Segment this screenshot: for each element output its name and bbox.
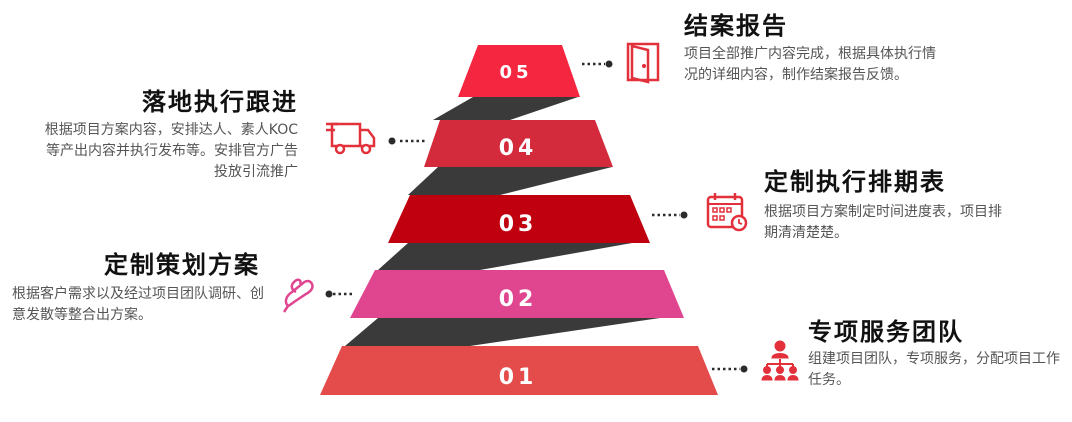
band-02-01 xyxy=(345,318,660,346)
connector-05 xyxy=(582,60,613,68)
tier-05-number: 05 xyxy=(499,62,532,83)
tier-05-description: 项目全部推广内容完成，根据具体执行情况的详细内容，制作结案报告反馈。 xyxy=(684,46,936,83)
tier-02 xyxy=(350,270,684,318)
tier-04 xyxy=(424,120,613,167)
tier-01-number: 01 xyxy=(499,365,538,390)
connector-04 xyxy=(388,137,427,145)
calendar-icon xyxy=(706,193,748,232)
tier-02-title: 定制策划方案 xyxy=(104,251,260,279)
tier-02-number: 02 xyxy=(499,287,538,312)
tier-01-description: 组建项目团队，专项服务，分配项目工作任务。 xyxy=(808,351,1060,388)
tier-02-description: 根据客户需求以及经过项目团队调研、创意发散等整合出方案。 xyxy=(12,286,264,323)
tier-03-title: 定制执行排期表 xyxy=(764,168,946,196)
tier-01-title: 专项服务团队 xyxy=(808,318,964,346)
tier-04-number: 04 xyxy=(499,136,538,161)
connector-01 xyxy=(712,365,748,373)
tier-04-title: 落地执行跟进 xyxy=(142,88,298,116)
team-icon xyxy=(761,340,799,381)
tier-03-description: 根据项目方案制定时间进度表，项目排期清清楚楚。 xyxy=(764,204,1002,241)
door-icon xyxy=(626,42,660,84)
pen-icon xyxy=(282,278,314,313)
connector-03 xyxy=(652,211,688,219)
tier-03-number: 03 xyxy=(499,212,538,237)
tier-04-description: 根据项目方案内容，安排达人、素人KOC等产出内容并执行发布等。安排官方广告投放引… xyxy=(44,122,298,180)
tier-05-title: 结案报告 xyxy=(684,12,788,40)
connector-02 xyxy=(325,290,355,298)
tier-01 xyxy=(320,346,718,395)
truck-icon xyxy=(326,122,376,155)
band-03-02 xyxy=(378,243,632,270)
band-05-04 xyxy=(433,97,578,120)
tier-03 xyxy=(388,195,650,243)
band-04-03 xyxy=(408,167,612,195)
tier-05 xyxy=(458,45,580,97)
